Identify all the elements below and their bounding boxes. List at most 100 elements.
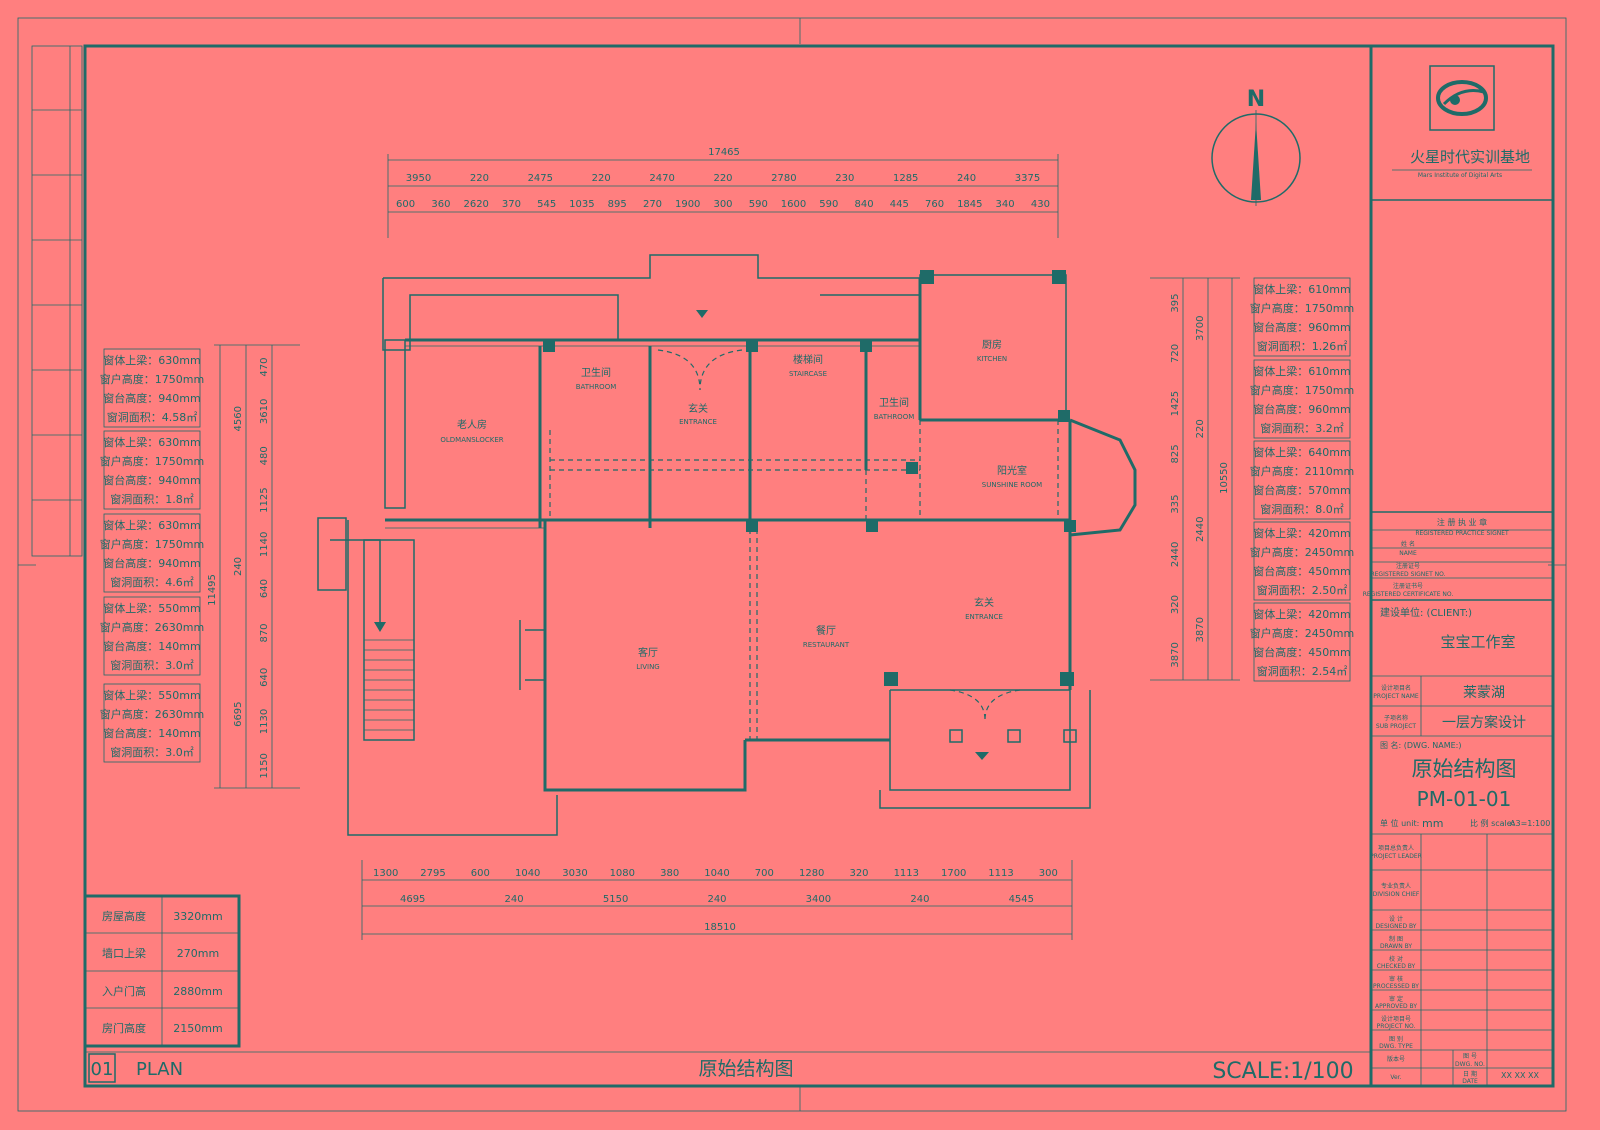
room-name-en: ENTRANCE bbox=[679, 418, 717, 426]
spec-line: 窗台高度：940mm bbox=[103, 473, 200, 487]
footer-title: 原始结构图 bbox=[698, 1058, 793, 1080]
reg-no-label: 注册证号 bbox=[1396, 562, 1420, 570]
dimension-label: 1113 bbox=[988, 868, 1013, 879]
row-en: Ver. bbox=[1390, 1074, 1401, 1081]
plan-text-layer: 火星时代实训基地 Mars Institute of Digital Arts … bbox=[91, 87, 1551, 1085]
dimension-label: 1425 bbox=[1170, 391, 1181, 416]
dimension-label: 4695 bbox=[400, 894, 425, 905]
top-dimension-lines bbox=[387, 154, 1059, 238]
dimension-label: 1280 bbox=[799, 868, 824, 879]
drawing-number: PM-01-01 bbox=[1417, 787, 1512, 811]
spec-line: 窗户高度：1750mm bbox=[100, 372, 204, 386]
dimension-label: 270 bbox=[643, 199, 662, 210]
room-name-en: BATHROOM bbox=[576, 383, 617, 391]
sub-project-label: 子项名称 bbox=[1384, 714, 1408, 722]
room-name: 卫生间 bbox=[879, 396, 909, 409]
legend-value: 2880mm bbox=[173, 985, 222, 998]
room-name-en: LIVING bbox=[636, 663, 659, 671]
dimension-label: 320 bbox=[849, 868, 868, 879]
sub-project-name: 一层方案设计 bbox=[1442, 714, 1526, 731]
dimension-label: 11495 bbox=[207, 574, 218, 606]
structural-columns bbox=[543, 270, 1076, 686]
outer-border bbox=[17, 17, 1567, 1112]
spec-line: 窗洞面积：4.6㎡ bbox=[110, 575, 194, 589]
legend-value: 270mm bbox=[177, 947, 219, 960]
dwg-no-label-en: DWG. NO. bbox=[1455, 1061, 1485, 1068]
room-name: 厨房 bbox=[982, 338, 1002, 351]
dimension-label: 760 bbox=[925, 199, 944, 210]
dimension-label: 1080 bbox=[610, 868, 635, 879]
footer-scale: SCALE:1/100 bbox=[1212, 1059, 1353, 1084]
dimension-label: 3700 bbox=[1195, 316, 1206, 341]
dimension-label: 590 bbox=[819, 199, 838, 210]
spec-line: 窗台高度：960mm bbox=[1253, 402, 1350, 416]
room-name-en: RESTAURANT bbox=[803, 641, 850, 649]
dimension-label: 10550 bbox=[1219, 462, 1230, 494]
dimension-label: 2470 bbox=[649, 173, 674, 184]
legend-label: 墙口上梁 bbox=[102, 946, 146, 960]
dimension-label: 870 bbox=[259, 623, 270, 642]
project-name: 莱蒙湖 bbox=[1463, 685, 1505, 701]
spec-line: 窗洞面积：8.0㎡ bbox=[1260, 502, 1344, 516]
spec-line: 窗体上梁：610mm bbox=[1253, 282, 1350, 296]
seal-label-en: REGISTERED PRACTICE SIGNET bbox=[1415, 530, 1509, 537]
dimension-label: 240 bbox=[910, 894, 929, 905]
bottom-dimension-lines bbox=[361, 860, 1073, 940]
dimension-label: 300 bbox=[1039, 868, 1058, 879]
row-cn: 审 定 bbox=[1389, 995, 1403, 1003]
structural-dashed-lines bbox=[549, 420, 1059, 740]
dimension-label: 640 bbox=[259, 668, 270, 687]
spec-line: 窗户高度：2450mm bbox=[1250, 626, 1354, 640]
spec-line: 窗体上梁：550mm bbox=[103, 601, 200, 615]
spec-line: 窗洞面积：4.58㎡ bbox=[107, 410, 198, 424]
dimension-label: 1140 bbox=[259, 532, 270, 557]
dimension-label: 1040 bbox=[515, 868, 540, 879]
unit-value: mm bbox=[1422, 817, 1443, 830]
room-name: 阳光室 bbox=[997, 464, 1027, 477]
row-cn: 设 计 bbox=[1389, 915, 1403, 923]
legend-label: 房屋高度 bbox=[102, 909, 146, 923]
dimension-label: 2780 bbox=[771, 173, 796, 184]
title-block-frame bbox=[1369, 46, 1553, 1086]
date-label: 日 期 bbox=[1463, 1070, 1477, 1078]
scale-label: 比 例 scale: bbox=[1470, 818, 1514, 828]
dimension-label: 445 bbox=[890, 199, 909, 210]
legend-label: 房门高度 bbox=[102, 1021, 146, 1035]
left-spec-frames bbox=[103, 348, 201, 763]
room-name-en: BATHROOM bbox=[874, 413, 915, 421]
sub-project-label-en: SUB PROJECT bbox=[1376, 723, 1416, 730]
dimension-label: 1035 bbox=[569, 199, 594, 210]
exterior-staircase bbox=[317, 517, 415, 741]
row-en: DESIGNED BY bbox=[1376, 923, 1417, 930]
room-name: 玄关 bbox=[974, 596, 994, 609]
spec-line: 窗户高度：2630mm bbox=[100, 707, 204, 721]
dimension-label: 340 bbox=[996, 199, 1015, 210]
name-label: 姓 名 bbox=[1401, 540, 1415, 548]
company-name: 火星时代实训基地 bbox=[1410, 148, 1530, 166]
dimension-label: 2620 bbox=[463, 199, 488, 210]
right-dimension-lines bbox=[1150, 277, 1240, 681]
dimension-label: 220 bbox=[1195, 419, 1206, 438]
dwg-no-label: 图 号 bbox=[1463, 1053, 1477, 1060]
dimension-label: 220 bbox=[713, 173, 732, 184]
spec-line: 窗户高度：1750mm bbox=[100, 537, 204, 551]
row-en: PROJECT NO. bbox=[1377, 1023, 1416, 1030]
dimension-label: 840 bbox=[855, 199, 874, 210]
dimension-label: 370 bbox=[502, 199, 521, 210]
dimension-label: 5150 bbox=[603, 894, 628, 905]
scale-value: A3=1:100 bbox=[1510, 819, 1550, 828]
row-cn: 制 图 bbox=[1389, 935, 1403, 943]
spec-line: 窗台高度：450mm bbox=[1253, 645, 1350, 659]
room-name-en: SUNSHINE ROOM bbox=[982, 481, 1042, 489]
name-label-en: NAME bbox=[1399, 550, 1417, 557]
dimension-label: 600 bbox=[396, 199, 415, 210]
dimension-label: 3870 bbox=[1195, 617, 1206, 642]
dimension-label: 240 bbox=[957, 173, 976, 184]
north-arrow bbox=[1211, 110, 1301, 206]
spec-line: 窗户高度：2450mm bbox=[1250, 545, 1354, 559]
dimension-label: 3870 bbox=[1170, 642, 1181, 667]
dimension-label: 240 bbox=[505, 894, 524, 905]
dimension-label: 825 bbox=[1170, 444, 1181, 463]
spec-line: 窗台高度：570mm bbox=[1253, 483, 1350, 497]
